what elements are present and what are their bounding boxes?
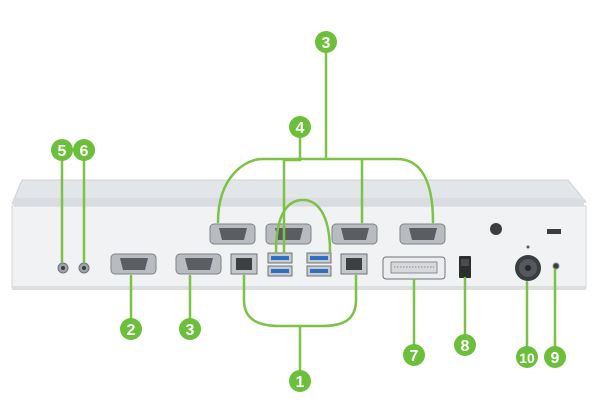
leader-3-bracket [216,157,435,224]
svg-text:6: 6 [80,143,89,160]
callout-3-lower: 3 [179,318,201,340]
com-port-upper-1 [209,223,256,245]
callout-10: 10 [516,346,538,368]
com-port-upper-3 [331,223,378,245]
leader-lines [60,50,557,372]
chassis-front-panel [11,205,587,289]
svg-text:1: 1 [296,374,305,391]
svg-text:8: 8 [461,338,470,355]
chassis-bottom-shadow [12,286,586,290]
lan-port-1 [230,253,258,275]
svg-text:10: 10 [519,350,535,366]
power-switch [459,256,471,278]
leader-4-arch [274,198,332,254]
chassis-top-edge [14,198,584,206]
callout-9: 9 [544,346,566,368]
com-port-1 [110,253,157,275]
svg-text:2: 2 [127,322,136,339]
com-port-upper-2 [265,223,312,245]
svg-text:4: 4 [296,120,305,137]
dvi-port [382,256,446,280]
svg-text:7: 7 [410,348,419,365]
svg-text:3: 3 [186,322,195,339]
callout-7: 7 [403,344,425,366]
dc-in-jack [515,245,541,281]
callout-3-top: 3 [315,31,337,53]
svg-text:9: 9 [551,350,560,367]
com-port-upper-4 [399,223,446,245]
audio-jack-1 [57,262,69,274]
callout-5: 5 [51,139,73,161]
callout-2: 2 [120,318,142,340]
usb3-ports-right [306,252,332,277]
svg-text:3: 3 [322,35,331,52]
lan-port-2 [340,253,368,275]
callout-4: 4 [289,116,311,138]
callout-6: 6 [73,139,95,161]
callouts: 1 2 3 3 4 5 6 7 [51,31,566,392]
usb3-ports-left [267,252,293,277]
audio-jack-2 [78,262,90,274]
ports [57,223,561,281]
svg-text:5: 5 [58,143,67,160]
ground-screw [490,223,502,235]
led-indicator [552,262,560,270]
antenna-slot [547,229,561,234]
chassis [11,179,588,290]
callout-8: 8 [454,334,476,356]
com-port-2 [175,253,222,275]
callout-1: 1 [289,370,311,392]
